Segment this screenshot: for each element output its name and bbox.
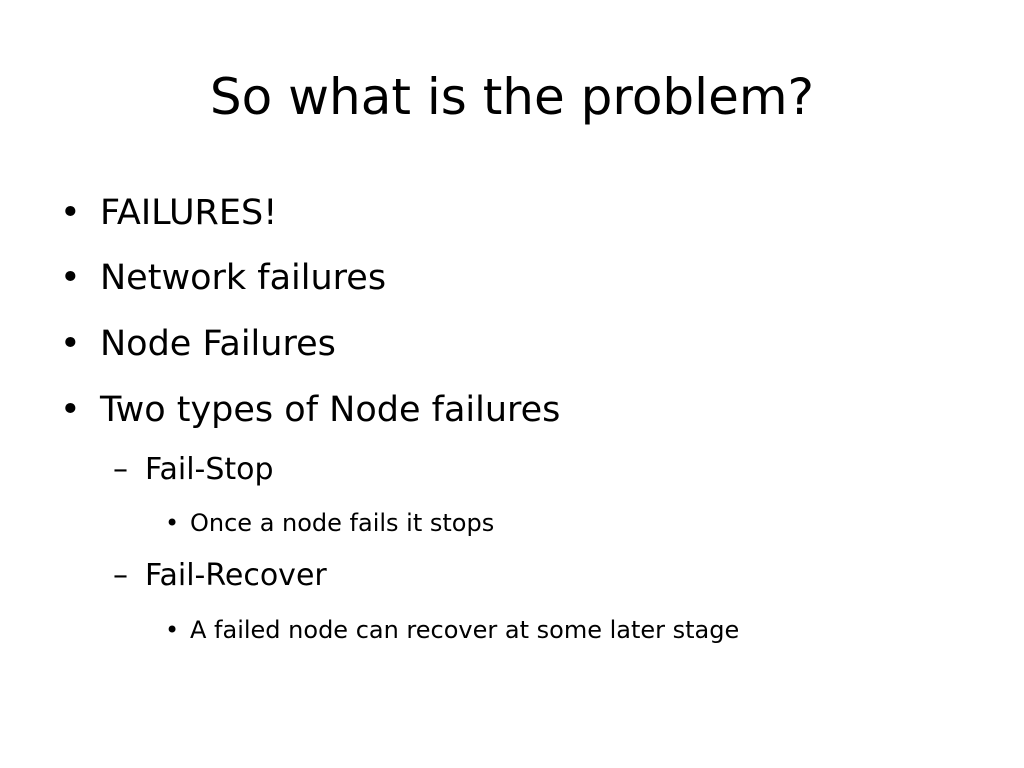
bullet-marker: • <box>60 193 81 233</box>
sub-bullet-fail-stop: –Fail-Stop <box>113 451 274 489</box>
bullet-marker: • <box>60 324 81 364</box>
sub-bullet-text: Fail-Recover <box>145 558 327 593</box>
bullet-item-two-types: • Two types of Node failures <box>60 388 560 432</box>
bullet-item-node-failures: • Node Failures <box>60 322 336 366</box>
bullet-marker: • <box>165 509 180 537</box>
sub-bullet-fail-recover: –Fail-Recover <box>113 557 327 595</box>
sub-sub-bullet-failed-node-recover: • A failed node can recover at some later… <box>165 614 739 646</box>
slide-title: So what is the problem? <box>209 68 815 126</box>
sub-bullet-text: Fail-Stop <box>145 452 274 487</box>
sub-sub-bullet-text: A failed node can recover at some later … <box>190 616 740 644</box>
bullet-marker: • <box>60 258 81 298</box>
bullet-text: Node Failures <box>100 324 336 364</box>
sub-sub-bullet-text: Once a node fails it stops <box>190 509 495 537</box>
bullet-text: Network failures <box>100 258 387 298</box>
bullet-item-failures: • FAILURES! <box>60 191 277 235</box>
bullet-text: Two types of Node failures <box>100 390 561 430</box>
bullet-marker: • <box>165 616 180 644</box>
bullet-marker: • <box>60 390 81 430</box>
dash-marker: – <box>113 558 128 593</box>
sub-sub-bullet-once-a-node: • Once a node fails it stops <box>165 507 494 539</box>
bullet-item-network-failures: • Network failures <box>60 256 386 300</box>
dash-marker: – <box>113 452 128 487</box>
bullet-text: FAILURES! <box>100 193 278 233</box>
